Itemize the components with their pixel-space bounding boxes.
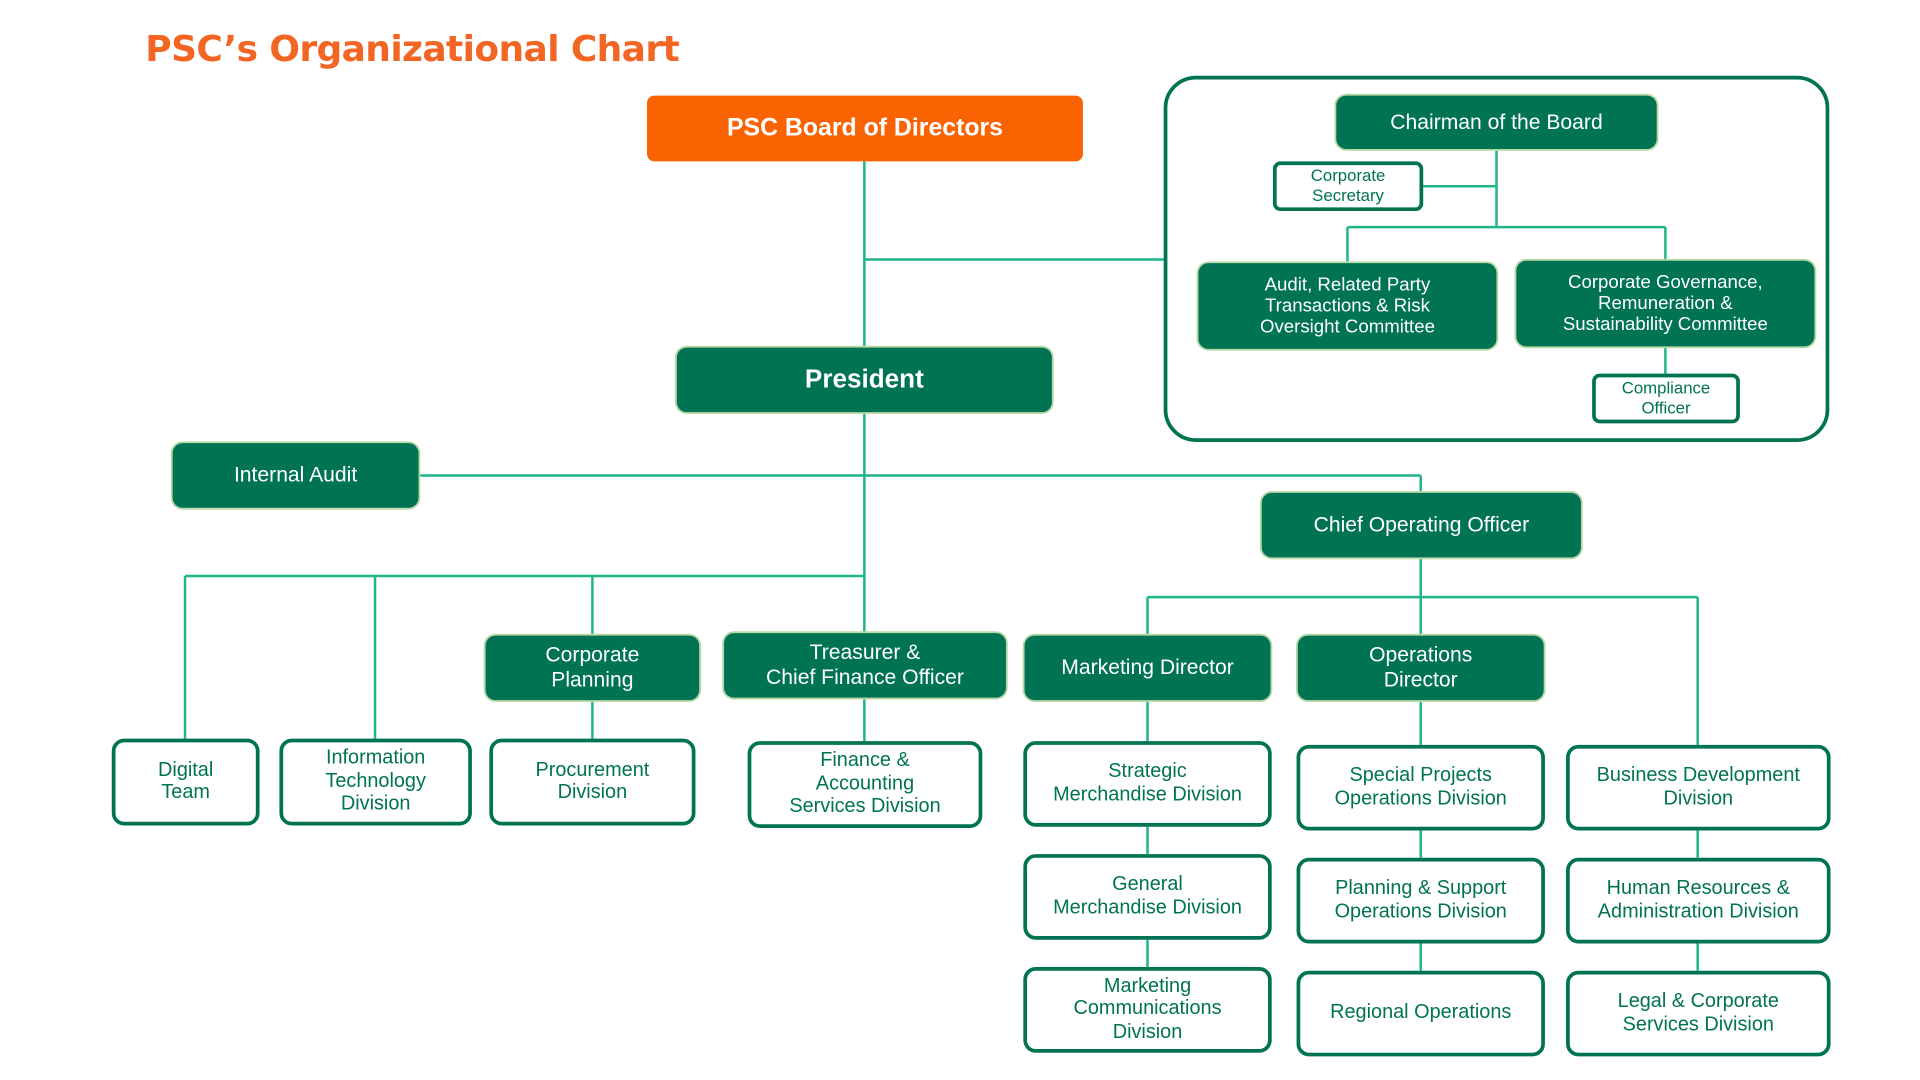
node-internal-audit[interactable]: Internal Audit (172, 443, 419, 508)
chart-title: PSC’s Organizational Chart (145, 27, 680, 70)
node-general-merchandise[interactable]: General Merchandise Division (1023, 854, 1272, 940)
node-it-division[interactable]: Information Technology Division (279, 738, 472, 826)
node-treasurer-cfo[interactable]: Treasurer & Chief Finance Officer (724, 633, 1006, 698)
node-regional-operations[interactable]: Regional Operations (1296, 970, 1545, 1057)
node-audit-committee[interactable]: Audit, Related Party Transactions & Risk… (1198, 263, 1497, 349)
node-marketing-director[interactable]: Marketing Director (1024, 635, 1271, 701)
node-board-of-directors[interactable]: PSC Board of Directors (647, 95, 1083, 162)
node-special-projects[interactable]: Special Projects Operations Division (1296, 744, 1545, 831)
node-strategic-merchandise[interactable]: Strategic Merchandise Division (1023, 741, 1272, 827)
node-chairman[interactable]: Chairman of the Board (1336, 95, 1657, 149)
node-coo[interactable]: Chief Operating Officer (1261, 492, 1581, 558)
node-governance-committee[interactable]: Corporate Governance, Remuneration & Sus… (1516, 260, 1815, 347)
node-finance-accounting[interactable]: Finance & Accounting Services Division (747, 741, 983, 829)
node-marketing-communications[interactable]: Marketing Communications Division (1023, 967, 1272, 1053)
node-operations-director[interactable]: Operations Director (1297, 635, 1544, 701)
board-committees-frame (1163, 75, 1830, 442)
node-digital-team[interactable]: Digital Team (111, 738, 260, 826)
node-planning-support[interactable]: Planning & Support Operations Division (1296, 857, 1545, 944)
node-corporate-planning[interactable]: Corporate Planning (485, 635, 700, 701)
node-compliance-officer[interactable]: Compliance Officer (1592, 373, 1740, 424)
node-legal-corporate[interactable]: Legal & Corporate Services Division (1566, 970, 1831, 1057)
node-procurement-division[interactable]: Procurement Division (489, 738, 696, 826)
node-hr-admin[interactable]: Human Resources & Administration Divisio… (1566, 857, 1831, 944)
node-president[interactable]: President (676, 347, 1052, 413)
node-business-development[interactable]: Business Development Division (1566, 744, 1831, 831)
node-corporate-secretary[interactable]: Corporate Secretary (1272, 161, 1424, 212)
